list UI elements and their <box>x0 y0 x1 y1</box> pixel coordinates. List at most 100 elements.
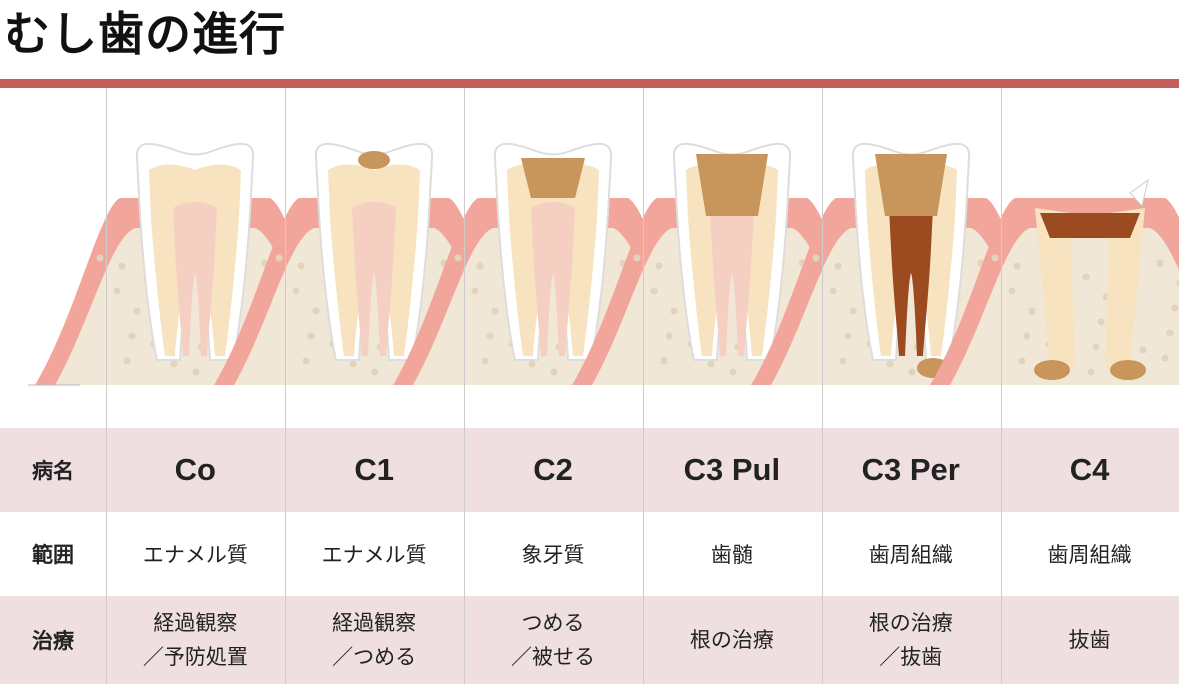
bone-speckle <box>128 332 136 340</box>
bone-speckle <box>729 368 737 376</box>
treatment-line: ／抜歯 <box>879 645 943 669</box>
row-disease-name: 病名 Co C1 C2 C3 Pul C3 Per C4 <box>0 428 1179 512</box>
bone-speckle <box>528 360 536 368</box>
bone-speckle <box>1008 287 1016 295</box>
treatment-line: 抜歯 <box>1068 628 1111 652</box>
bone-speckle <box>1171 304 1179 312</box>
bone-speckle <box>133 307 141 315</box>
bone-speckle <box>349 360 357 368</box>
column-divider <box>106 88 107 684</box>
treatment-line: 経過観察 <box>332 611 417 635</box>
column-divider <box>464 88 465 684</box>
row-header-treatment: 治療 <box>31 629 74 653</box>
treatment-line: つめる <box>521 611 585 635</box>
bone-speckle <box>481 357 489 365</box>
bone-speckle <box>633 254 641 262</box>
bone-speckle <box>275 254 283 262</box>
bone-speckle <box>1176 279 1179 287</box>
bone-speckle <box>476 262 484 270</box>
row-treatment: 治療 経過観察 ／予防処置 経過観察 ／つめる つめる ／被せる 根の治療 根の… <box>0 596 1179 684</box>
bone-speckle <box>1013 262 1021 270</box>
range-c1: エナメル質 <box>321 543 427 567</box>
bone-speckle <box>1156 259 1164 267</box>
bone-speckle <box>991 254 999 262</box>
root-left-c4 <box>1035 208 1075 368</box>
treatment-line: 根の治療 <box>689 628 774 652</box>
bone-speckle <box>486 332 494 340</box>
treatment-c2: つめる ／被せる <box>464 596 643 684</box>
range-c2: 象牙質 <box>521 543 585 567</box>
bone-speckle <box>550 368 558 376</box>
bone-speckle <box>1087 368 1095 376</box>
bone-speckle <box>454 254 462 262</box>
stage-name-c3-per: C3 Per <box>861 452 960 487</box>
stage-name-c2: C2 <box>533 452 573 487</box>
stage-name-c3-pul: C3 Pul <box>683 452 781 487</box>
bone-speckle <box>471 287 479 295</box>
bone-speckle <box>829 287 837 295</box>
bone-speckle <box>491 307 499 315</box>
column-divider <box>1001 88 1002 684</box>
bone-speckle <box>1097 318 1105 326</box>
range-c3-pul: 歯髄 <box>710 543 753 567</box>
column-divider <box>285 88 286 684</box>
title-underline <box>0 79 1179 88</box>
bone-speckle <box>123 357 131 365</box>
column-divider <box>643 88 644 684</box>
pulp-c3-pul <box>710 202 754 356</box>
bone-speckle <box>844 332 852 340</box>
bone-speckle <box>1028 307 1036 315</box>
bone-speckle <box>839 357 847 365</box>
row-range: 範囲 エナメル質 エナメル質 象牙質 歯髄 歯周組織 歯周組織 <box>0 512 1179 596</box>
treatment-line: 根の治療 <box>868 611 953 635</box>
bone-speckle <box>908 368 916 376</box>
treatment-line: 経過観察 <box>153 611 238 635</box>
stage-name-c1: C1 <box>354 452 394 487</box>
bone-speckle <box>1018 357 1026 365</box>
range-c4: 歯周組織 <box>1047 543 1132 567</box>
treatment-line: ／予防処置 <box>142 645 248 669</box>
treatment-line: ／つめる <box>332 645 417 669</box>
bone-speckle <box>886 360 894 368</box>
bone-speckle <box>665 332 673 340</box>
bone-speckle <box>660 357 668 365</box>
bone-speckle <box>1139 346 1147 354</box>
bone-speckle <box>650 287 658 295</box>
treatment-c1: 経過観察 ／つめる <box>285 596 464 684</box>
bone-speckle <box>670 307 678 315</box>
treatment-c3-pul: 根の治療 <box>642 596 821 684</box>
bone-speckle <box>113 287 121 295</box>
page-title: むし歯の進行 <box>4 7 286 61</box>
treatment-c3-per: 根の治療 ／抜歯 <box>821 596 1000 684</box>
enamel-fragment-c4 <box>1129 178 1149 208</box>
decay-c1 <box>358 151 390 169</box>
decay-c4 <box>1040 213 1140 238</box>
treatment-co: 経過観察 ／予防処置 <box>106 596 285 684</box>
stage-name-c4: C4 <box>1069 452 1110 487</box>
bone-speckle <box>371 368 379 376</box>
pulp-c3-per <box>889 202 933 356</box>
bone-speckle <box>812 254 820 262</box>
bone-speckle <box>302 357 310 365</box>
bone-speckle <box>307 332 315 340</box>
bone-speckle <box>1092 343 1100 351</box>
treatment-line: ／被せる <box>511 645 596 669</box>
range-co: エナメル質 <box>142 543 248 567</box>
bone-speckle <box>312 307 320 315</box>
abscess-c4 <box>1034 360 1070 380</box>
pulp-c1 <box>352 202 396 356</box>
bone-speckle <box>849 307 857 315</box>
bone-speckle <box>1082 273 1090 281</box>
bone-speckle <box>297 262 305 270</box>
bone-speckle <box>707 360 715 368</box>
bone-speckle <box>118 262 126 270</box>
range-c3-per: 歯周組織 <box>868 543 953 567</box>
column-divider <box>822 88 823 684</box>
row-header-disease-name: 病名 <box>31 459 74 483</box>
row-header-range: 範囲 <box>31 543 74 567</box>
bone-speckle <box>655 262 663 270</box>
bone-speckle <box>192 368 200 376</box>
pulp-c2 <box>531 202 575 356</box>
caries-progression-illustration <box>0 88 1179 388</box>
bone-speckle <box>834 262 842 270</box>
